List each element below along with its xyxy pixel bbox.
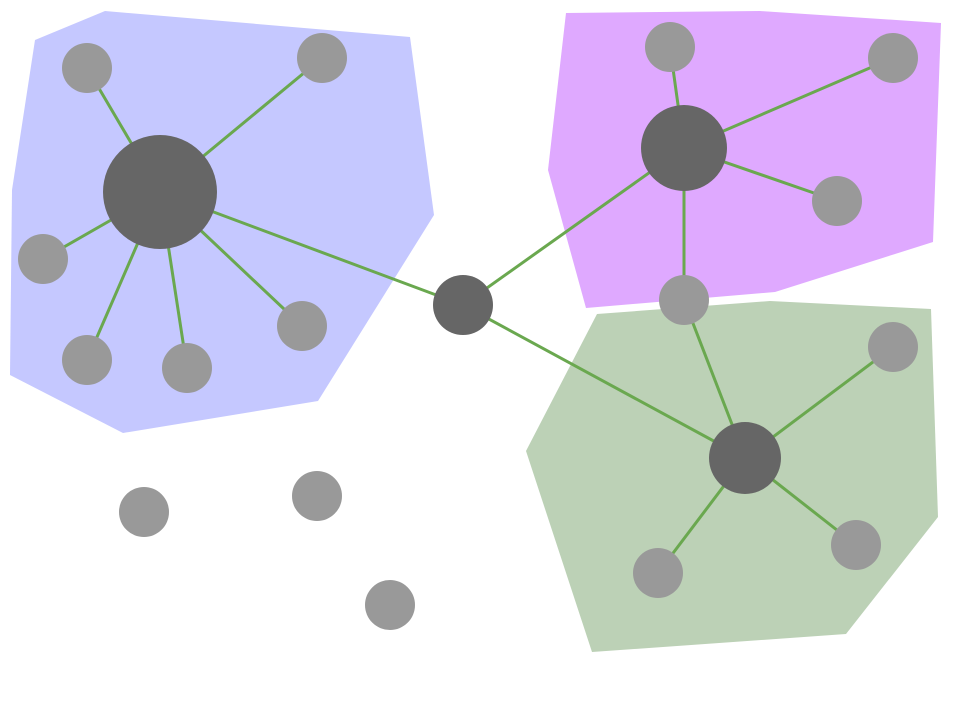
node-bridge-leaf[interactable] [659,275,709,325]
node-blue-leaf-3[interactable] [18,234,68,284]
node-blue-leaf-2[interactable] [297,33,347,83]
node-isolated-leaf-2[interactable] [292,471,342,521]
edge-center-hub-green-hub [461,303,747,460]
node-green-leaf-2[interactable] [831,520,881,570]
node-blue-leaf-6[interactable] [277,301,327,351]
node-blue-leaf-5[interactable] [162,343,212,393]
node-isolated-leaf-1[interactable] [119,487,169,537]
node-purple-leaf-2[interactable] [868,33,918,83]
node-green-leaf-1[interactable] [868,322,918,372]
node-isolated-leaf-3[interactable] [365,580,415,630]
node-blue-hub[interactable] [103,135,217,249]
cluster-region-purple [548,11,941,308]
node-blue-leaf-1[interactable] [62,43,112,93]
node-green-leaf-3[interactable] [633,548,683,598]
node-purple-leaf-3[interactable] [812,176,862,226]
node-blue-leaf-4[interactable] [62,335,112,385]
node-purple-leaf-1[interactable] [645,22,695,72]
node-green-hub[interactable] [709,422,781,494]
node-purple-hub[interactable] [641,105,727,191]
node-center-hub[interactable] [433,275,493,335]
node-layer [18,22,918,630]
edge-center-hub-purple-hub [461,146,686,307]
